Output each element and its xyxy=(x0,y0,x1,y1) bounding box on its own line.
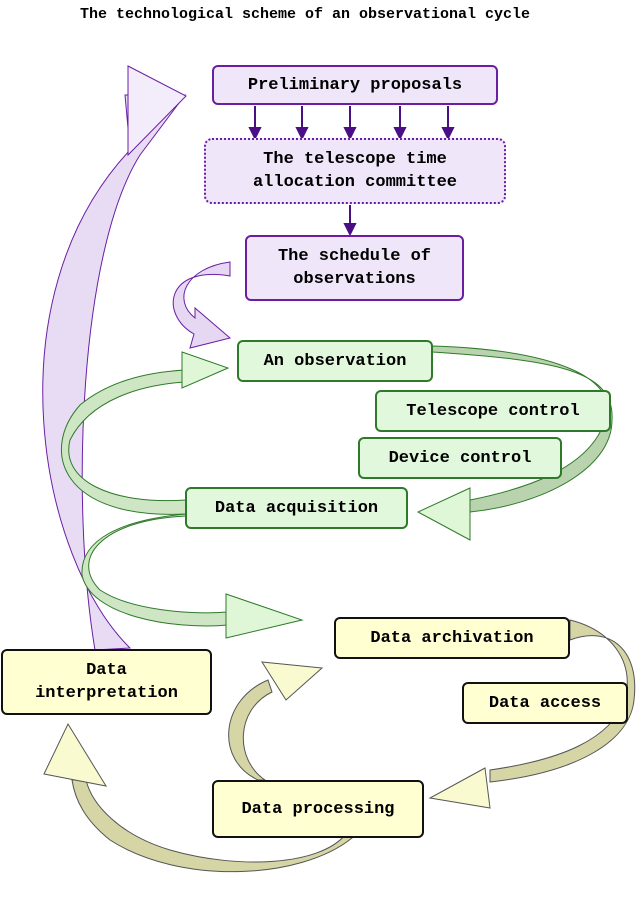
acquisition-to-archivation-band xyxy=(81,513,229,627)
acquisition-to-archivation-head xyxy=(225,593,304,639)
node-preliminary-proposals: Preliminary proposals xyxy=(212,65,498,105)
diagram-title: The technological scheme of an observati… xyxy=(79,6,531,23)
processing-to-archivation-band xyxy=(228,679,273,781)
node-data-processing: Data processing xyxy=(212,780,424,838)
processing-to-archivation-head xyxy=(261,661,324,701)
node-data-acquisition: Data acquisition xyxy=(185,487,408,529)
archivation-loop-band xyxy=(489,619,636,783)
schedule-to-observation-arrow xyxy=(172,261,232,349)
node-schedule: The schedule of observations xyxy=(245,235,464,301)
node-telescope-control: Telescope control xyxy=(375,390,611,432)
feedback-arrow-purple-head xyxy=(127,65,187,157)
acquisition-to-observation-head xyxy=(181,351,230,389)
processing-to-interpretation-head xyxy=(43,722,108,787)
node-data-archivation: Data archivation xyxy=(334,617,570,659)
node-allocation-committee: The telescope time allocation committee xyxy=(204,138,506,204)
observation-loop-head xyxy=(416,487,471,541)
proposal-to-committee-connectors xyxy=(248,106,455,237)
node-data-interpretation: Data interpretation xyxy=(1,649,212,715)
archivation-loop-head xyxy=(428,767,491,809)
node-data-access: Data access xyxy=(462,682,628,724)
node-device-control: Device control xyxy=(358,437,562,479)
node-observation: An observation xyxy=(237,340,433,382)
